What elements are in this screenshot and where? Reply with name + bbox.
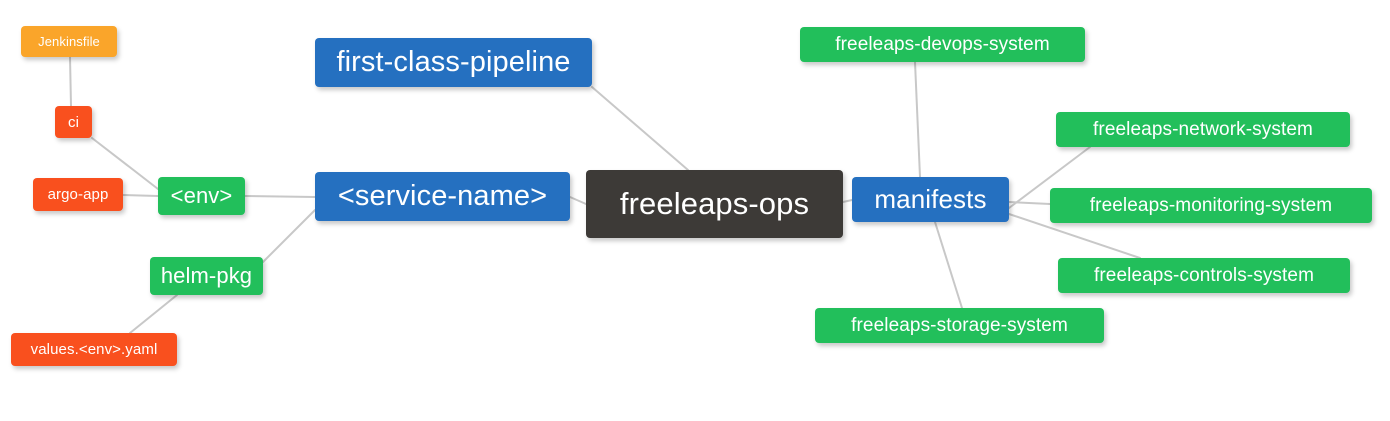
node-freeleaps-storage-system[interactable]: freeleaps-storage-system [815,308,1104,343]
edge-env-to-argo-app [122,194,159,197]
edge-helm-pkg-to-values-yaml [129,294,178,334]
node-env[interactable]: <env> [158,177,245,215]
node-argo-app[interactable]: argo-app [33,178,123,211]
edge-manifests-to-freeleaps-storage-system [934,221,963,309]
node-freeleaps-devops-system[interactable]: freeleaps-devops-system [800,27,1085,62]
node-ci[interactable]: ci [55,106,92,138]
node-values-yaml[interactable]: values.<env>.yaml [11,333,177,366]
edge-freeleaps-ops-to-first-class-pipeline [591,86,689,171]
node-manifests[interactable]: manifests [852,177,1009,222]
node-freeleaps-controls-system[interactable]: freeleaps-controls-system [1058,258,1350,293]
edge-freeleaps-ops-to-manifests [842,199,853,203]
edge-ci-to-jenkinsfile [69,56,72,107]
edge-service-name-to-env [244,195,316,198]
node-first-class-pipeline[interactable]: first-class-pipeline [315,38,592,87]
node-service-name[interactable]: <service-name> [315,172,570,221]
node-helm-pkg[interactable]: helm-pkg [150,257,263,295]
edge-manifests-to-freeleaps-devops-system [914,61,921,178]
node-freeleaps-ops[interactable]: freeleaps-ops [586,170,843,238]
edge-service-name-to-helm-pkg [262,209,316,263]
edge-manifests-to-freeleaps-monitoring-system [1008,201,1051,205]
edge-freeleaps-ops-to-service-name [569,196,587,205]
node-freeleaps-monitoring-system[interactable]: freeleaps-monitoring-system [1050,188,1372,223]
node-jenkinsfile[interactable]: Jenkinsfile [21,26,117,57]
node-freeleaps-network-system[interactable]: freeleaps-network-system [1056,112,1350,147]
